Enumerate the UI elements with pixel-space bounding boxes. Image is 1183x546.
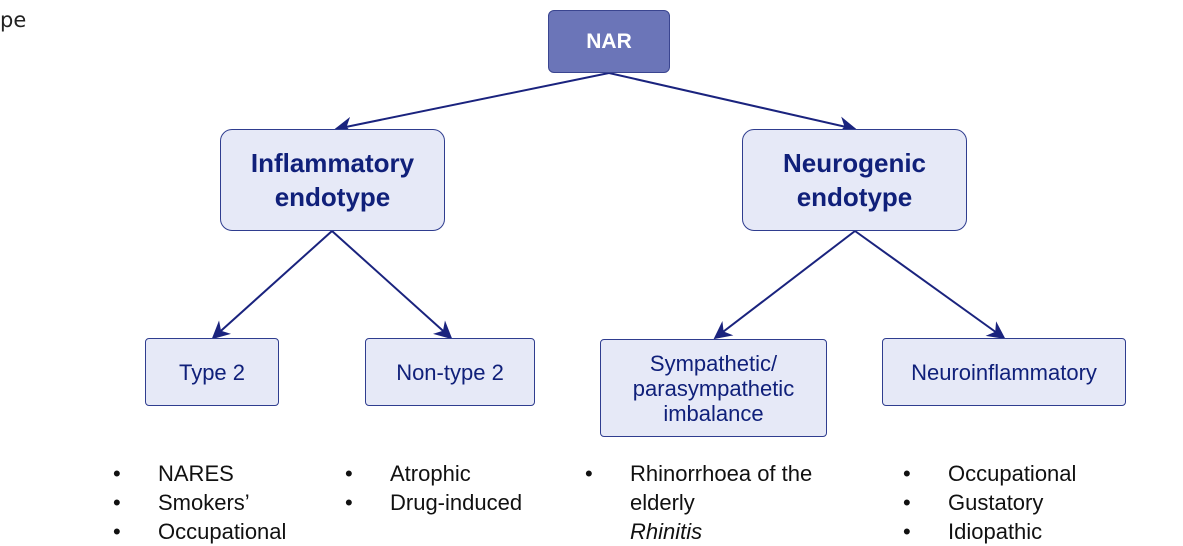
node-neurogenic-endotype-label: Neurogenic endotype (782, 148, 927, 212)
node-inflammatory-endotype-label: Inflammatory endotype (250, 148, 415, 212)
arrow-neurogenic-to-sympathetic (713, 230, 856, 340)
list-item: Occupational (903, 459, 1076, 488)
node-sympathetic-imbalance-label: Sympathetic/ parasympathetic imbalance (632, 350, 795, 426)
corner-text: pe (0, 8, 27, 32)
list-item: Gustatory (903, 488, 1076, 517)
list-item: Smokers’ (113, 488, 286, 517)
node-inflammatory-endotype: Inflammatory endotype (220, 129, 445, 231)
list-item: elderly (630, 490, 695, 515)
list-item: NARES (113, 459, 286, 488)
arrow-nar-to-neurogenic (608, 72, 857, 135)
list-item: Rhinorrhoea of the (585, 459, 812, 488)
node-type2-label: Type 2 (178, 359, 246, 385)
node-neuroinflammatory-label: Neuroinflammatory (911, 359, 1097, 385)
list-item: Rhinitis (630, 519, 703, 544)
connector-arrows (211, 72, 1006, 340)
node-nar: NAR (548, 10, 670, 73)
node-non-type2: Non-type 2 (365, 338, 535, 406)
list-sympathetic: Rhinorrhoea of the elderly Rhinitis (585, 459, 812, 546)
list-neuroinflammatory: Occupational Gustatory Idiopathic (903, 459, 1076, 546)
nar-endotype-diagram: pe NAR Inflammatory endotype Neurogenic … (0, 0, 1183, 526)
list-item: Atrophic (345, 459, 522, 488)
node-sympathetic-imbalance: Sympathetic/ parasympathetic imbalance (600, 339, 827, 437)
arrow-inflammatory-to-type2 (211, 230, 333, 340)
node-nar-label: NAR (586, 29, 632, 53)
list-item: Occupational (113, 517, 286, 546)
node-neurogenic-endotype: Neurogenic endotype (742, 129, 967, 231)
node-non-type2-label: Non-type 2 (396, 359, 504, 385)
node-type2: Type 2 (145, 338, 279, 406)
list-item: Idiopathic (903, 517, 1076, 546)
list-non-type2: Atrophic Drug-induced (345, 459, 522, 517)
arrow-neurogenic-to-neuroinflammatory (854, 230, 1006, 340)
arrow-inflammatory-to-nontype2 (331, 230, 453, 340)
arrow-nar-to-inflammatory (334, 72, 610, 135)
list-item: Drug-induced (345, 488, 522, 517)
node-neuroinflammatory: Neuroinflammatory (882, 338, 1126, 406)
list-type2: NARES Smokers’ Occupational (113, 459, 286, 546)
